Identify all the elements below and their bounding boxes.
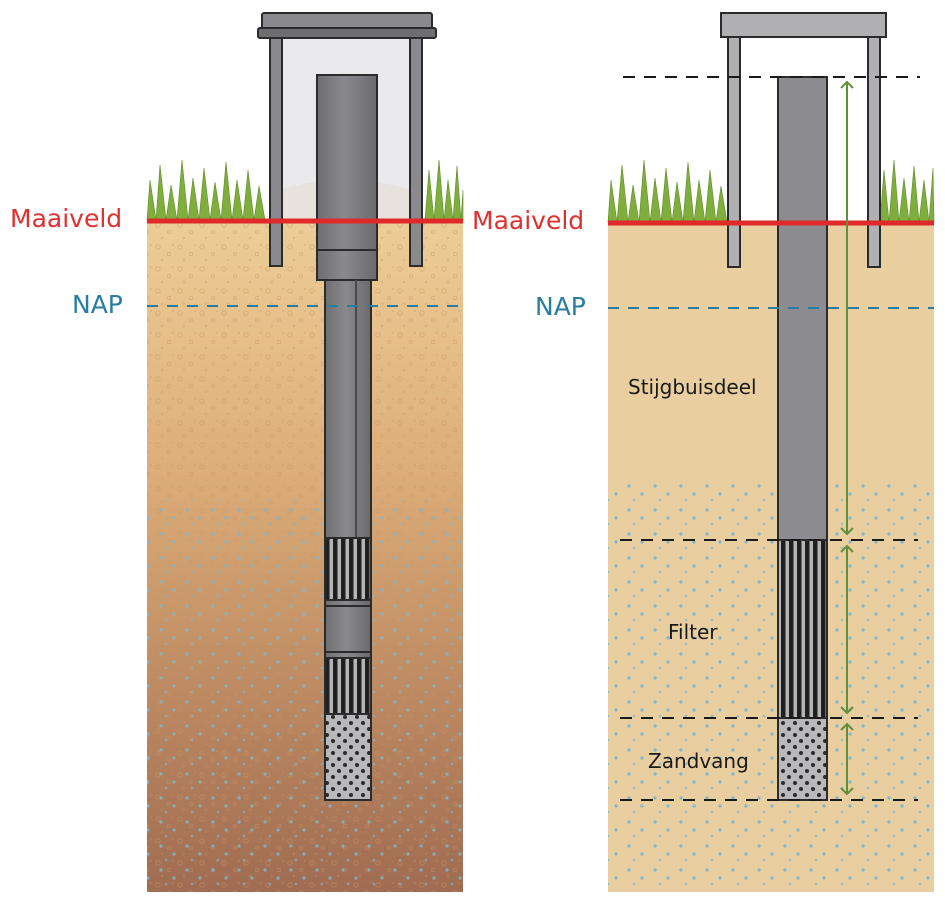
right-grass [607, 159, 935, 223]
right-maaiveld-label: Maaiveld [472, 206, 585, 235]
right-housing-cap [720, 12, 887, 38]
left-coupling [324, 599, 372, 659]
right-sand-trap [777, 717, 828, 801]
left-grass [146, 159, 464, 221]
left-panel [146, 12, 464, 892]
left-nap-label: NAP [72, 290, 123, 319]
right-housing-leg-right [867, 34, 881, 268]
right-filter [777, 539, 828, 719]
left-filter-upper [324, 537, 372, 601]
left-riser-pipe [324, 279, 372, 539]
zone-label-stijgbuisdeel: Stijgbuisdeel [628, 375, 757, 399]
right-housing-leg-left [727, 34, 741, 268]
left-groundwater-dots [147, 500, 463, 892]
left-housing-leg-right [409, 37, 423, 267]
right-nap-label: NAP [535, 292, 586, 321]
right-panel [607, 12, 935, 892]
zone-label-filter: Filter [668, 620, 718, 644]
left-filter-lower [324, 657, 372, 715]
left-maaiveld-label: Maaiveld [10, 204, 123, 233]
left-housing-leg-left [269, 37, 283, 267]
left-housing-cap-rim [257, 27, 437, 39]
right-groundwater-dots [608, 480, 934, 892]
right-riser-pipe [777, 76, 828, 541]
zone-label-zandvang: Zandvang [648, 749, 749, 773]
left-sand-trap [324, 713, 372, 801]
